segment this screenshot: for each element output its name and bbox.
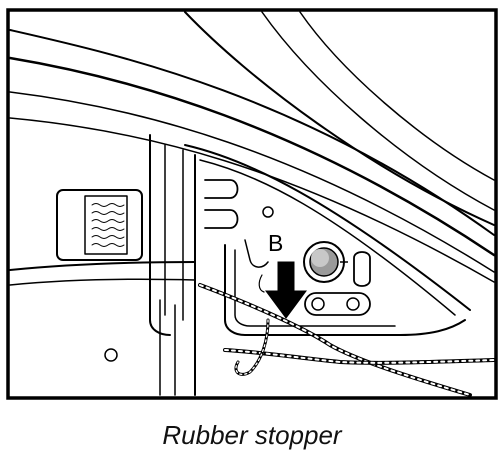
vehicle-body-linework: [8, 11, 496, 397]
callout-label: B: [268, 230, 283, 256]
rubber-stopper: [303, 241, 348, 283]
callout-arrow-down-icon: [265, 261, 307, 319]
rubber-stopper-illustration: B: [6, 8, 498, 400]
figure-frame: [6, 8, 498, 400]
figure-caption: Rubber stopper: [162, 420, 342, 450]
